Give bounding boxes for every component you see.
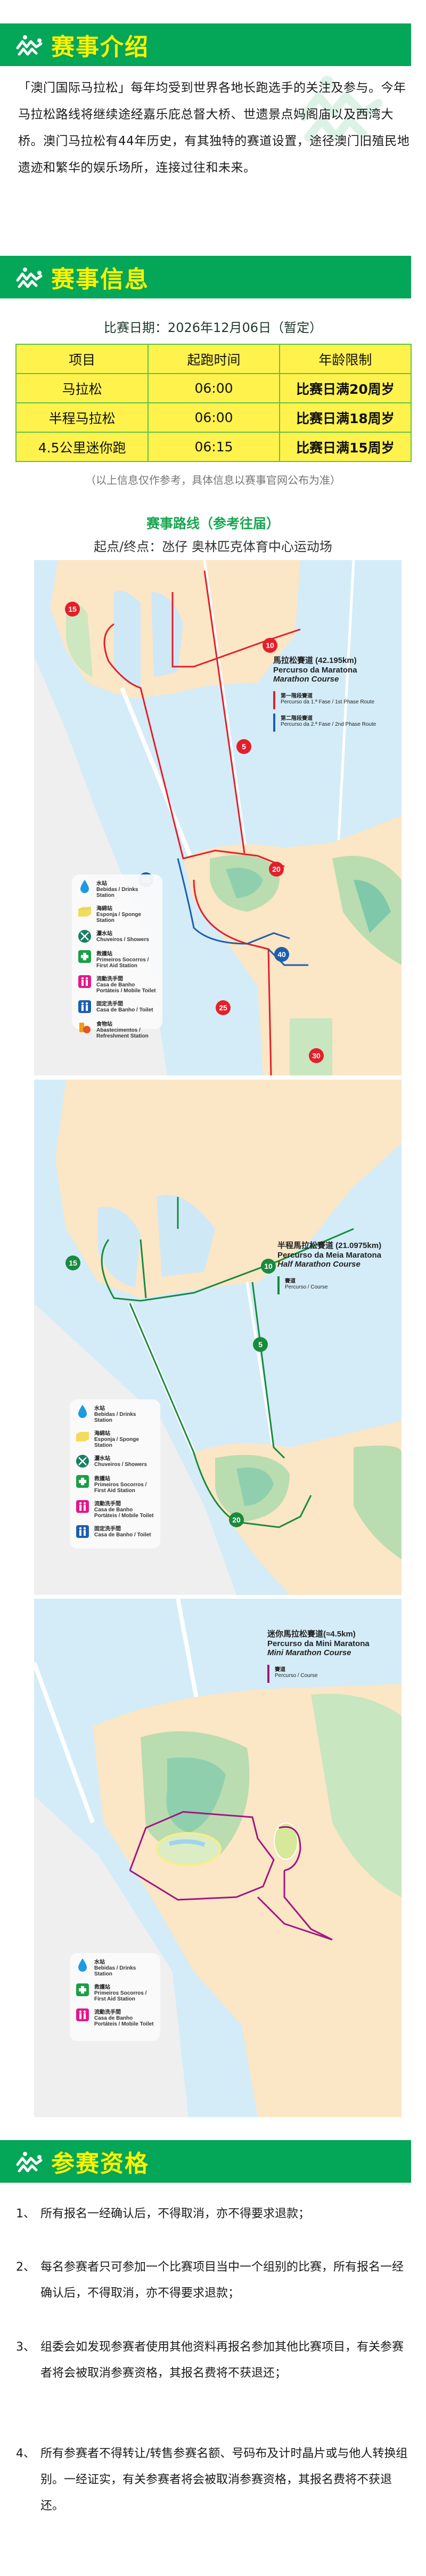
first-aid-icon: [76, 1983, 89, 1996]
mobile-toilet-icon: [78, 975, 91, 988]
toilet-icon: [76, 1525, 89, 1538]
svg-text:25: 25: [219, 1003, 227, 1012]
rule-item: 3、 组委会如发现参赛者使用其他资料再报名参加其他比赛项目，有关参赛者将会被取消…: [16, 2340, 404, 2380]
intro-paragraph: 「澳门国际马拉松」每年均受到世界各地长跑选手的关注及参与。今年马拉松路线将继续途…: [18, 81, 410, 175]
svg-text:30: 30: [312, 1051, 321, 1060]
rule-item: 1、 所有报名一经确认后，不得取消，亦不得要求退款；: [16, 2207, 310, 2221]
header-age-limit: 年龄限制: [278, 344, 412, 374]
event-cell: 马拉松: [15, 373, 149, 403]
course-legend: 半程馬拉松賽道 (21.0975km) Percurso da Meia Mar…: [277, 1240, 381, 1294]
svg-text:20: 20: [232, 1516, 241, 1524]
svg-text:10: 10: [264, 1262, 273, 1270]
svg-text:5: 5: [258, 1340, 263, 1349]
sponge-icon: [76, 1432, 89, 1441]
section-header-info: 赛事信息: [0, 256, 411, 298]
mobile-toilet-icon: [76, 1500, 89, 1513]
svg-text:5: 5: [242, 742, 246, 751]
mobile-toilet-icon: [76, 2008, 89, 2021]
section-title: 赛事信息: [51, 266, 149, 293]
course-legend: 迷你馬拉松賽道(≈4.5km) Percurso da Mini Maraton…: [267, 1628, 370, 1683]
svg-text:20: 20: [272, 865, 281, 873]
svg-text:15: 15: [68, 605, 77, 613]
info-disclaimer: （以上信息仅作参考，具体信息以赛事官网公布为准）: [85, 474, 341, 487]
mini-marathon-route-map: 迷你馬拉松賽道(≈4.5km) Percurso da Mini Maraton…: [34, 1599, 402, 2117]
water-drop-icon: [78, 1958, 87, 1972]
runner-icon: [16, 2151, 43, 2172]
time-cell: 06:00: [148, 402, 280, 433]
rule-item: 4、 所有参赛者不得转让/转售参赛名额、号码布及计时晶片或与他人转换组别。一经证…: [16, 2447, 408, 2513]
age-cell: 比赛日满15周岁: [278, 432, 412, 462]
header-event: 项目: [15, 344, 149, 374]
age-cell: 比赛日满18周岁: [278, 402, 412, 433]
table-header-row: 项目 起跑时间 年龄限制: [15, 344, 412, 374]
half-marathon-route-map: 5 10 15 20 半程馬拉松賽道 (21.0975km) Percurso …: [34, 1080, 402, 1595]
first-aid-icon: [76, 1475, 89, 1488]
table-row: 半程马拉松 06:00 比赛日满18周岁: [15, 402, 412, 433]
svg-text:15: 15: [69, 1259, 77, 1267]
start-end-location: 起点/终点：氹仔 奥林匹克体育中心运动场: [94, 539, 332, 554]
marathon-route-map: 5 10 15 20 25 30 35 40 馬拉松賽道 (42.195km) …: [34, 560, 402, 1075]
route-title: 赛事路线（参考往届）: [146, 516, 280, 531]
section-header-intro: 赛事介绍: [0, 23, 411, 66]
table-row: 4.5公里迷你跑 06:15 比赛日满15周岁: [15, 432, 412, 462]
map-base: 5 10 15 20 25 30 35 40: [34, 560, 402, 1075]
shower-icon: [76, 1455, 89, 1468]
section-header-eligibility: 参赛资格: [0, 2140, 411, 2183]
runner-icon: [16, 266, 43, 288]
toilet-icon: [78, 1000, 91, 1013]
header-start-time: 起跑时间: [148, 344, 280, 374]
section-title: 赛事介绍: [51, 34, 149, 61]
runner-icon: [16, 34, 43, 55]
svg-text:40: 40: [277, 950, 286, 959]
rule-item: 2、 每名参赛者只可参加一个比赛项目当中一个组别的比赛，所有报名一经确认后，不得…: [16, 2261, 404, 2300]
refreshment-icon: [79, 1023, 91, 1033]
race-date: 比赛日期：2026年12月06日（暂定）: [103, 320, 323, 335]
water-drop-icon: [78, 1405, 87, 1418]
sponge-icon: [78, 906, 92, 917]
svg-text:10: 10: [266, 641, 274, 650]
course-legend: 馬拉松賽道 (42.195km) Percurso da Maratona Ma…: [273, 654, 376, 732]
first-aid-icon: [78, 950, 91, 963]
runner-watermark-icon: [299, 76, 383, 142]
event-cell: 半程马拉松: [15, 402, 149, 433]
age-cell: 比赛日满20周岁: [278, 373, 412, 403]
event-cell: 4.5公里迷你跑: [15, 432, 149, 462]
table-row: 马拉松 06:00 比赛日满20周岁: [15, 373, 412, 403]
section-title: 参赛资格: [51, 2150, 149, 2177]
water-drop-icon: [80, 880, 89, 893]
time-cell: 06:15: [148, 432, 280, 462]
shower-icon: [78, 930, 91, 943]
race-info-table: 项目 起跑时间 年龄限制 马拉松 06:00 比赛日满20周岁 半程马拉松 06…: [15, 344, 412, 462]
time-cell: 06:00: [148, 373, 280, 403]
